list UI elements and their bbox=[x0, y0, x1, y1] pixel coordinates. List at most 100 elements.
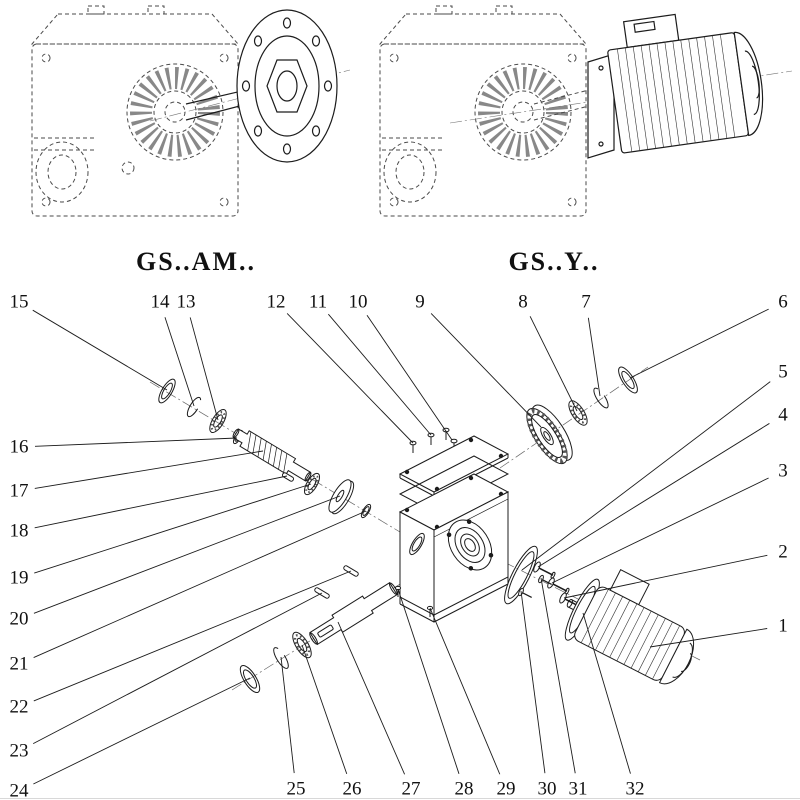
motor-assembly-top bbox=[449, 13, 793, 159]
callout-label-23: 23 bbox=[10, 741, 29, 762]
callout-label-27: 27 bbox=[402, 779, 421, 800]
housing-worm-bore bbox=[409, 532, 425, 556]
callout-label-25: 25 bbox=[287, 779, 306, 800]
callout-label-16: 16 bbox=[10, 437, 29, 458]
callout-line-18 bbox=[34, 475, 288, 529]
callout-label-21: 21 bbox=[10, 654, 29, 675]
callout-label-6: 6 bbox=[778, 292, 788, 313]
figure-label-gs-y: GS..Y.. bbox=[508, 247, 599, 276]
callout-line-22 bbox=[33, 570, 352, 702]
callout-line-8 bbox=[529, 316, 578, 412]
callout-label-14: 14 bbox=[151, 292, 171, 313]
callout-label-29: 29 bbox=[497, 779, 516, 800]
callout-line-1 bbox=[649, 628, 768, 648]
callout-line-31 bbox=[540, 577, 576, 774]
callout-line-23 bbox=[32, 592, 323, 745]
part-21-spacer-ring bbox=[360, 503, 372, 519]
part-20-washer-disc bbox=[328, 479, 355, 515]
callout-line-26 bbox=[301, 644, 348, 775]
part-17-worm-shaft bbox=[232, 428, 312, 482]
part-24-seal-ring bbox=[239, 664, 261, 694]
callout-line-29 bbox=[429, 607, 501, 775]
housing-output-bore bbox=[446, 519, 494, 571]
keyway bbox=[317, 624, 334, 638]
figure-label-gs-am: GS..AM.. bbox=[136, 247, 256, 276]
callout-line-14 bbox=[164, 317, 195, 407]
fan-grill bbox=[672, 642, 693, 678]
part-1-motor bbox=[564, 569, 695, 685]
callout-label-1: 1 bbox=[778, 616, 788, 637]
gearbox-housing-outline-left bbox=[30, 5, 240, 217]
callout-label-20: 20 bbox=[10, 609, 29, 630]
part-30-screw bbox=[518, 587, 532, 598]
callout-label-8: 8 bbox=[518, 292, 528, 313]
gearbox-housing-outline-right bbox=[378, 5, 613, 217]
motor-end-cap bbox=[733, 31, 764, 137]
callout-label-32: 32 bbox=[626, 779, 645, 800]
callout-line-28 bbox=[397, 588, 460, 774]
callout-label-13: 13 bbox=[177, 292, 196, 313]
part-6-seal-ring bbox=[618, 366, 638, 394]
gear-hatch-ring bbox=[130, 67, 220, 157]
callout-line-7 bbox=[587, 317, 601, 397]
housing-left-face bbox=[399, 511, 435, 616]
callout-label-18: 18 bbox=[10, 521, 29, 542]
hex-hub bbox=[266, 59, 308, 113]
callout-label-28: 28 bbox=[455, 779, 474, 800]
callout-label-22: 22 bbox=[10, 697, 29, 718]
callout-line-20 bbox=[33, 495, 341, 614]
callout-label-10: 10 bbox=[349, 292, 368, 313]
part-housing-body bbox=[398, 473, 510, 623]
callout-line-12 bbox=[286, 313, 414, 444]
output-flange-left bbox=[149, 9, 351, 163]
callout-line-2 bbox=[563, 554, 768, 599]
part-15-seal-ring bbox=[158, 378, 176, 404]
callout-line-13 bbox=[189, 317, 219, 421]
callout-label-31: 31 bbox=[569, 779, 588, 800]
callout-label-9: 9 bbox=[415, 292, 425, 313]
part-13-bearing bbox=[209, 409, 227, 433]
part-26-bearing bbox=[292, 631, 312, 659]
worm-thread-hatch bbox=[247, 431, 288, 473]
part-19-bearing bbox=[303, 472, 321, 496]
part-18-key bbox=[281, 472, 295, 482]
callout-line-15 bbox=[32, 309, 168, 391]
exploded-view bbox=[149, 366, 701, 694]
callout-line-17 bbox=[34, 450, 264, 489]
callout-line-32 bbox=[582, 612, 631, 774]
callout-line-19 bbox=[34, 483, 312, 574]
part-14-retaining-ring bbox=[186, 396, 202, 418]
callout-line-6 bbox=[629, 308, 769, 379]
callout-label-5: 5 bbox=[778, 362, 788, 383]
callout-label-4: 4 bbox=[778, 405, 788, 426]
callout-line-5 bbox=[521, 381, 771, 571]
callout-line-4 bbox=[537, 423, 770, 568]
callout-line-10 bbox=[366, 314, 453, 441]
cooling-fins bbox=[580, 589, 680, 680]
part-4-flange-bolt bbox=[533, 561, 556, 579]
callout-line-27 bbox=[337, 621, 406, 775]
callout-label-3: 3 bbox=[778, 461, 788, 482]
callout-line-11 bbox=[328, 313, 432, 436]
part-7-retaining-ring bbox=[593, 387, 609, 409]
motor-shaft-stub bbox=[566, 598, 573, 608]
gear-hatch-ring bbox=[478, 67, 568, 157]
callout-label-19: 19 bbox=[10, 568, 29, 589]
motor-body-top bbox=[607, 13, 764, 154]
callout-label-11: 11 bbox=[309, 292, 327, 313]
callout-label-30: 30 bbox=[538, 779, 557, 800]
callout-line-3 bbox=[551, 477, 769, 584]
figure-gs-y: GS..Y.. bbox=[378, 5, 793, 276]
callout-label-2: 2 bbox=[778, 542, 788, 563]
part-11-cover-screw bbox=[427, 432, 435, 445]
callout-line-9 bbox=[430, 313, 542, 428]
callout-line-16 bbox=[34, 437, 238, 447]
callout-line-30 bbox=[520, 590, 546, 774]
callout-label-15: 15 bbox=[10, 292, 29, 313]
part-5-o-ring bbox=[504, 545, 538, 605]
motor-adapter-flange bbox=[587, 53, 615, 159]
callout-label-26: 26 bbox=[343, 779, 362, 800]
